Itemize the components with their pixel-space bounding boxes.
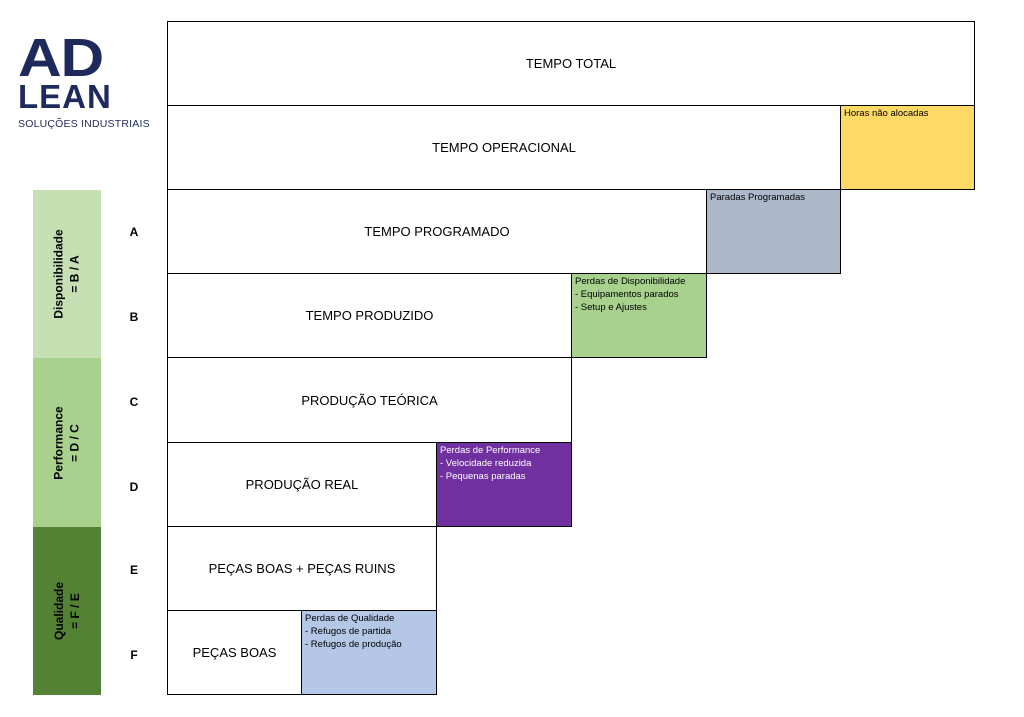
loss-horas-title: Horas não alocadas [844,108,929,119]
box-tempo-programado: TEMPO PROGRAMADO [167,189,707,274]
box-producao-real: PRODUÇÃO REAL [167,442,437,527]
box-tempo-operacional: TEMPO OPERACIONAL [167,105,841,190]
box-producao-teorica: PRODUÇÃO TEÓRICA [167,357,572,443]
box-tempo-produzido: TEMPO PRODUZIDO [167,273,572,358]
loss-qualidade-title: Perdas de Qualidade [305,613,395,624]
band-disponibilidade-name: Disponibilidade [52,229,66,319]
loss-disponibilidade-item: - Setup e Ajustes [575,302,647,313]
band-disponibilidade-formula: = B / A [68,255,82,293]
box-tempo-total: TEMPO TOTAL [167,21,975,106]
row-label-d: D [129,480,139,494]
loss-disponibilidade-title: Perdas de Disponibilidade [575,276,686,287]
band-performance: Performance = D / C [33,358,101,527]
loss-perdas-disponibilidade: Perdas de Disponibilidade - Equipamentos… [571,273,707,358]
band-qualidade: Qualidade = F / E [33,527,101,695]
loss-qualidade-item: - Refugos de produção [305,639,402,650]
logo-mark-bottom: LEAN [18,78,112,115]
row-label-b: B [129,310,139,324]
loss-performance-item: - Velocidade reduzida [440,458,532,469]
row-label-a: A [129,225,139,239]
loss-qualidade-item: - Refugos de partida [305,626,392,637]
loss-paradas-title: Paradas Programadas [710,192,806,203]
row-label-f: F [130,648,138,662]
logo-mark-top: AD [18,28,104,88]
loss-perdas-qualidade: Perdas de Qualidade - Refugos de partida… [301,610,437,695]
row-label-e: E [129,563,138,577]
loss-perdas-performance: Perdas de Performance - Velocidade reduz… [436,442,572,527]
row-label-c: C [129,395,139,409]
loss-disponibilidade-item: - Equipamentos parados [575,289,679,300]
band-performance-name: Performance [52,405,66,480]
loss-performance-title: Perdas de Performance [440,445,541,456]
logo-tagline: SOLUÇÕES INDUSTRIAIS [18,118,150,130]
box-pecas-boas: PEÇAS BOAS [167,610,302,695]
loss-horas-nao-alocadas: Horas não alocadas [840,105,975,190]
band-disponibilidade: Disponibilidade = B / A [33,190,101,358]
ad-lean-logo: AD LEAN SOLUÇÕES INDUSTRIAIS [18,31,153,130]
loss-paradas-programadas: Paradas Programadas [706,189,841,274]
band-performance-formula: = D / C [68,423,82,462]
band-qualidade-formula: = F / E [67,593,82,629]
loss-performance-item: - Pequenas paradas [440,471,526,482]
box-pecas-boas-ruins: PEÇAS BOAS + PEÇAS RUINS [167,526,437,611]
band-qualidade-name: Qualidade [51,581,66,641]
